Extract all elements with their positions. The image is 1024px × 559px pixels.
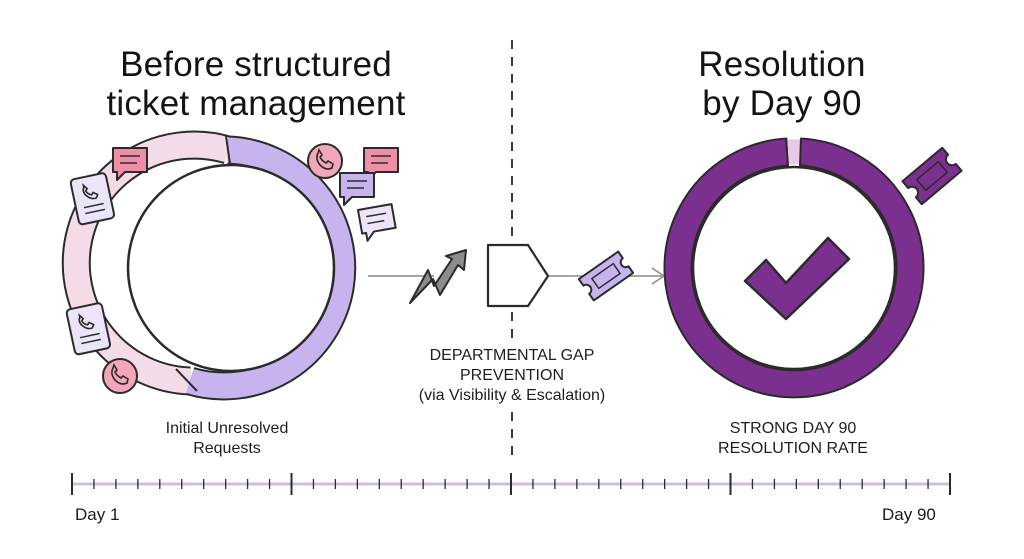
middle-caption-line: PREVENTION — [459, 367, 564, 384]
middle-caption-line: DEPARTMENTAL GAP — [429, 347, 595, 364]
after-title-line: by Day 90 — [702, 84, 862, 123]
timeline-start-label: Day 1 — [75, 505, 120, 524]
after-title-line: Resolution — [698, 45, 866, 84]
rising-arrow-icon — [409, 249, 467, 304]
phone-icon — [102, 358, 138, 394]
timeline — [71, 473, 951, 495]
middle-caption: DEPARTMENTAL GAP PREVENTION (via Visibil… — [392, 346, 632, 406]
before-caption: Initial Unresolved Requests — [127, 419, 327, 459]
before-ring-icon — [61, 130, 357, 401]
before-caption-line: Requests — [193, 440, 261, 457]
before-title-line: Before structured — [120, 45, 392, 84]
before-caption-line: Initial Unresolved — [165, 420, 289, 437]
pentagon-gate-icon — [486, 243, 550, 308]
timeline-end-label: Day 90 — [882, 505, 936, 524]
after-caption-line: STRONG DAY 90 — [729, 420, 857, 437]
before-title-line: ticket management — [106, 84, 406, 123]
phone-document-icon — [65, 302, 112, 356]
chat-bubble-icon — [357, 203, 397, 242]
phone-icon — [307, 143, 343, 179]
timeline-ticks — [71, 473, 951, 495]
before-title: Before structured ticket management — [56, 45, 456, 123]
middle-caption-line: (via Visibility & Escalation) — [418, 387, 606, 404]
ticket-icon — [577, 250, 635, 302]
after-caption: STRONG DAY 90 RESOLUTION RATE — [683, 419, 903, 459]
after-caption-line: RESOLUTION RATE — [718, 440, 868, 457]
ticket-icon — [901, 146, 963, 206]
after-ring-icon — [663, 137, 925, 399]
chat-bubble-icon — [112, 147, 148, 181]
phone-document-icon — [69, 172, 116, 226]
chat-bubble-icon — [339, 172, 375, 206]
after-title: Resolution by Day 90 — [632, 45, 932, 123]
checkmark-icon — [743, 236, 851, 321]
